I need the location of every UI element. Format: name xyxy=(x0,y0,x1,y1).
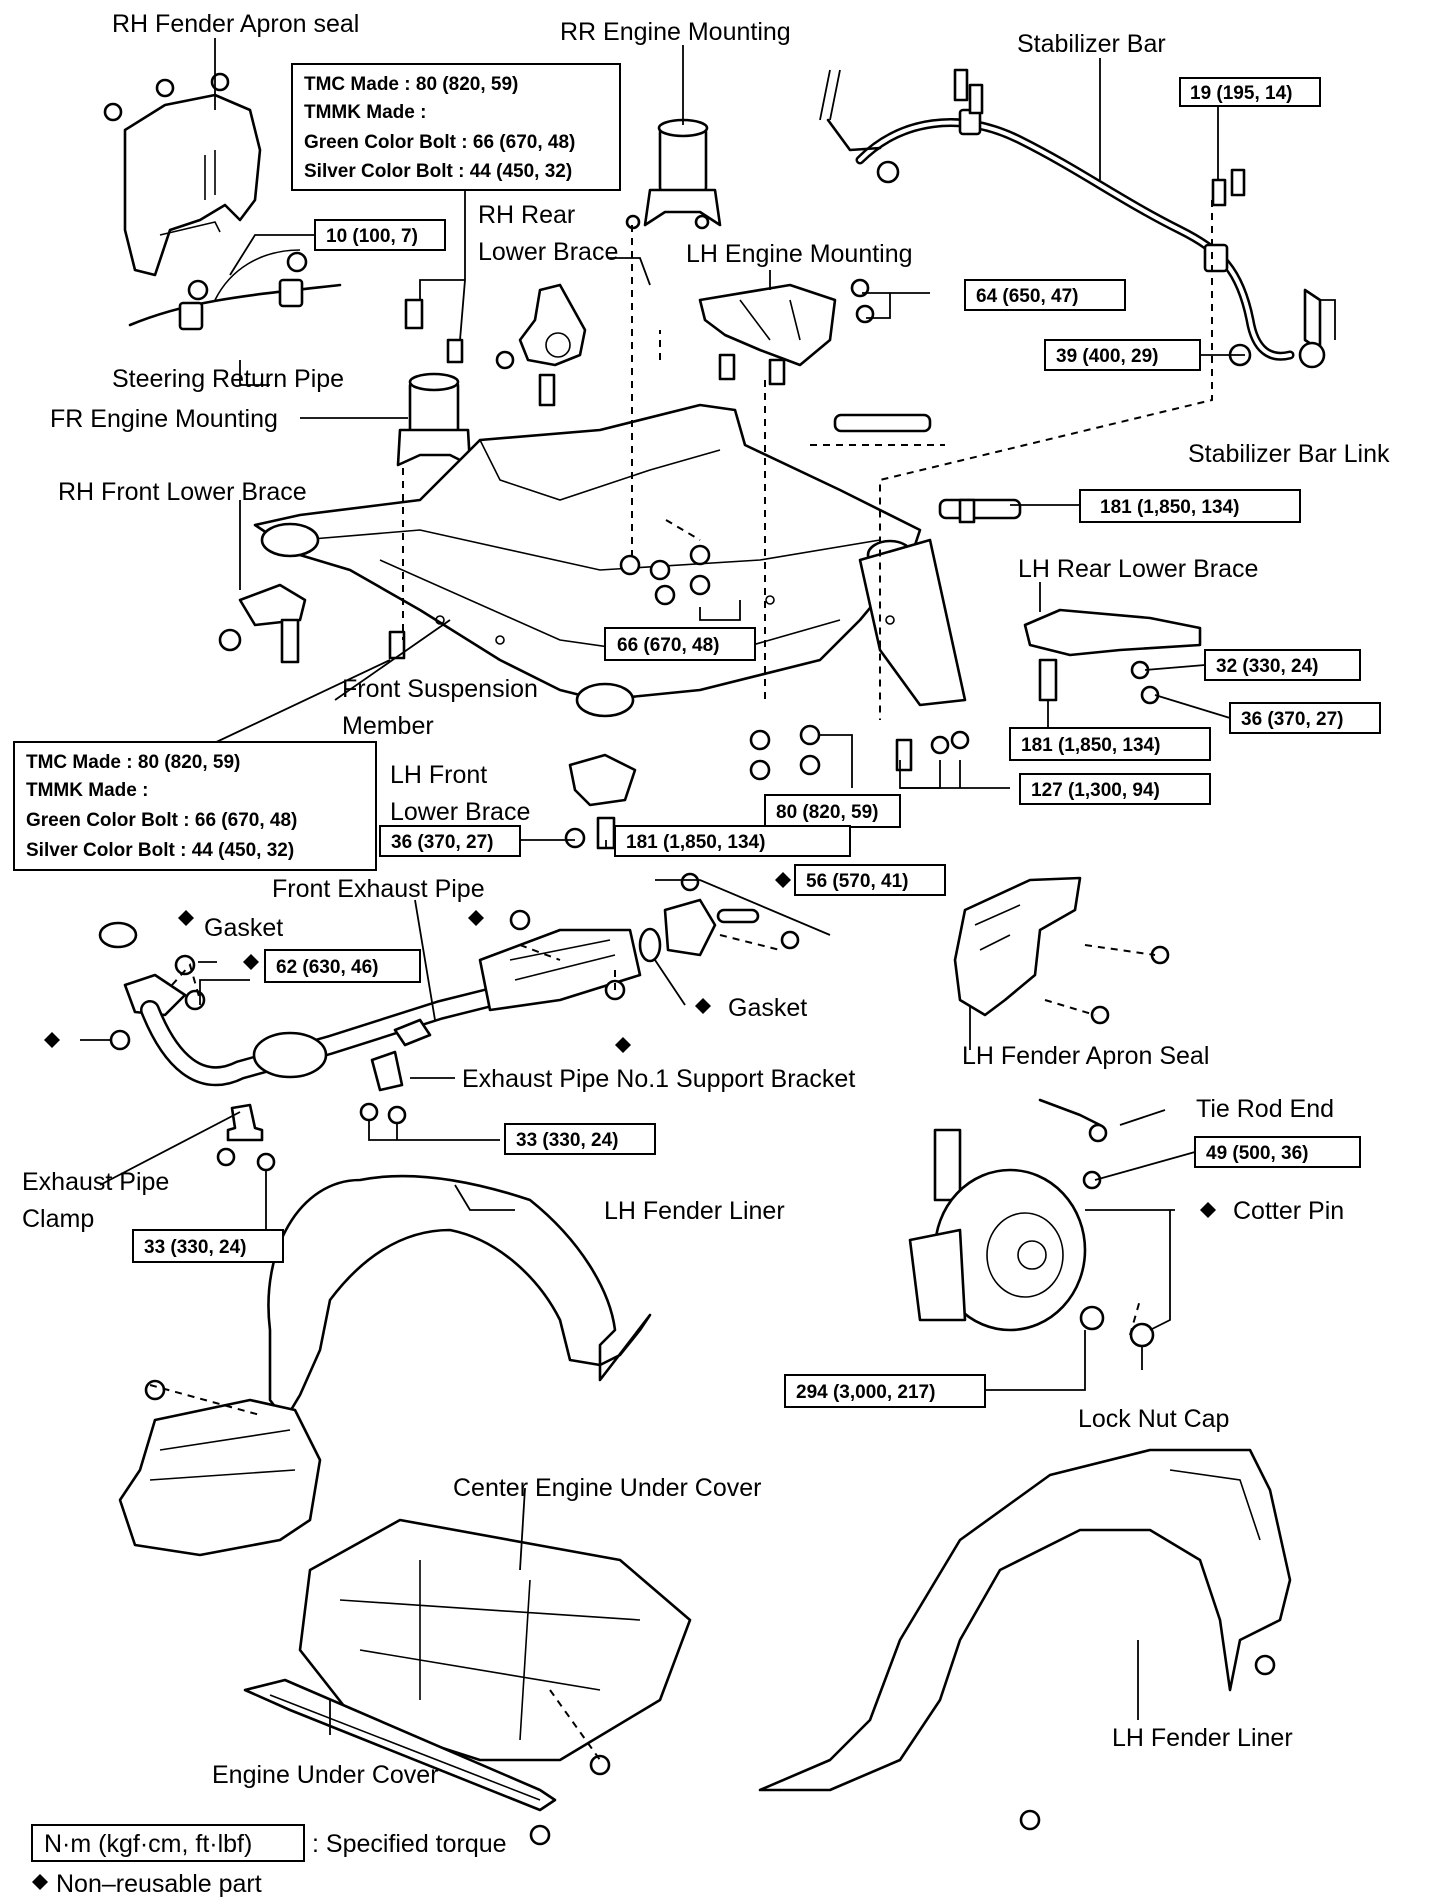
label-center-engine-under-cover: Center Engine Under Cover xyxy=(453,1474,762,1502)
made-top-line-3: Green Color Bolt : 66 (670, 48) xyxy=(304,132,575,153)
torque-181-lf: 181 (1,850, 134) xyxy=(626,832,765,853)
made-box-bottom-frame xyxy=(13,741,377,871)
label-stabilizer-bar: Stabilizer Bar xyxy=(1017,30,1166,58)
label-rr-engine-mounting: RR Engine Mounting xyxy=(560,18,791,46)
label-rh-rear-lower-brace-1: RH Rear xyxy=(478,201,575,229)
label-gasket-right: Gasket xyxy=(728,994,807,1022)
label-lh-rear-lower-brace: LH Rear Lower Brace xyxy=(1018,555,1258,583)
torque-181-top: 181 (1,850, 134) xyxy=(1100,497,1239,518)
label-front-suspension-member-1: Front Suspension xyxy=(342,675,538,703)
made-bottom-line-4: Silver Color Bolt : 44 (450, 32) xyxy=(26,840,294,861)
alignment-lines xyxy=(149,200,1213,1761)
label-rh-rear-lower-brace-2: Lower Brace xyxy=(478,238,618,266)
torque-39: 39 (400, 29) xyxy=(1056,346,1158,367)
stabilizer-bar-link-part xyxy=(1298,288,1326,369)
engine-under-cover-part xyxy=(243,1678,557,1846)
label-lh-front-lower-brace-1: LH Front xyxy=(390,761,487,789)
legend-torque-box xyxy=(31,1824,305,1862)
torque-boxes xyxy=(132,77,1381,1408)
label-lock-nut-cap: Lock Nut Cap xyxy=(1078,1405,1229,1433)
torque-294: 294 (3,000, 217) xyxy=(796,1382,935,1403)
center-engine-under-cover-part xyxy=(298,1518,692,1776)
lh-rear-lower-brace-part xyxy=(1023,608,1202,705)
front-exhaust-pipe-part xyxy=(98,872,800,1087)
label-rh-fender-apron-seal: RH Fender Apron seal xyxy=(112,10,359,38)
made-top-line-1: TMC Made : 80 (820, 59) xyxy=(304,74,518,95)
steering-return-pipe-part xyxy=(128,249,342,331)
label-tie-rod-end: Tie Rod End xyxy=(1196,1095,1334,1123)
made-bottom-line-1: TMC Made : 80 (820, 59) xyxy=(26,752,240,773)
rh-front-lower-brace-part xyxy=(218,583,307,664)
label-rh-front-lower-brace: RH Front Lower Brace xyxy=(58,478,307,506)
black-diamond-icon xyxy=(32,872,1216,1890)
torque-36-left: 36 (370, 27) xyxy=(391,832,493,853)
label-lh-fender-apron-seal: LH Fender Apron Seal xyxy=(962,1042,1209,1070)
torque-66: 66 (670, 48) xyxy=(617,635,719,656)
torque-33-bracket: 33 (330, 24) xyxy=(516,1130,618,1151)
stabilizer-bar-part xyxy=(819,68,1295,367)
label-front-suspension-member-2: Member xyxy=(342,712,434,740)
label-gasket-left: Gasket xyxy=(204,914,283,942)
label-lh-fender-liner-lower: LH Fender Liner xyxy=(1112,1724,1293,1752)
front-suspension-member-part xyxy=(253,403,1022,718)
lh-fender-liner-lower-part xyxy=(758,1448,1292,1831)
rr-engine-mounting-part xyxy=(625,118,722,230)
label-cotter-pin: Cotter Pin xyxy=(1233,1197,1344,1225)
torque-49: 49 (500, 36) xyxy=(1206,1143,1308,1164)
label-engine-under-cover: Engine Under Cover xyxy=(212,1761,439,1789)
made-top-line-2: TMMK Made : xyxy=(304,102,426,123)
torque-10: 10 (100, 7) xyxy=(326,226,418,247)
label-lh-front-lower-brace-2: Lower Brace xyxy=(390,798,530,826)
label-lh-engine-mounting: LH Engine Mounting xyxy=(686,240,913,268)
torque-181-lr: 181 (1,850, 134) xyxy=(1021,735,1160,756)
legend-nonreusable: Non–reusable part xyxy=(56,1870,262,1898)
label-lh-fender-liner-upper: LH Fender Liner xyxy=(604,1197,785,1225)
label-fr-engine-mounting: FR Engine Mounting xyxy=(50,405,278,433)
made-bottom-line-3: Green Color Bolt : 66 (670, 48) xyxy=(26,810,297,831)
member-fasteners xyxy=(388,498,976,781)
label-stabilizer-bar-link: Stabilizer Bar Link xyxy=(1188,440,1390,468)
rh-side-under-cover-part xyxy=(118,1379,322,1557)
steering-knuckle-part xyxy=(908,1098,1155,1348)
label-exhaust-pipe-clamp-2: Clamp xyxy=(22,1205,94,1233)
label-front-exhaust-pipe: Front Exhaust Pipe xyxy=(272,875,485,903)
torque-80: 80 (820, 59) xyxy=(776,802,878,823)
made-top-line-4: Silver Color Bolt : 44 (450, 32) xyxy=(304,161,572,182)
torque-19: 19 (195, 14) xyxy=(1190,83,1292,104)
torque-56: 56 (570, 41) xyxy=(806,871,908,892)
lh-fender-liner-upper-part xyxy=(267,1174,652,1422)
rh-fender-apron-seal-part xyxy=(103,72,262,277)
lh-fender-apron-seal-part xyxy=(953,876,1170,1025)
rh-rear-lower-brace-part xyxy=(495,283,587,407)
torque-64: 64 (650, 47) xyxy=(976,286,1078,307)
made-box-top-frame xyxy=(291,63,621,191)
label-exhaust-pipe-clamp-1: Exhaust Pipe xyxy=(22,1168,169,1196)
torque-62: 62 (630, 46) xyxy=(276,957,378,978)
torque-32: 32 (330, 24) xyxy=(1216,656,1318,677)
legend-torque-desc: : Specified torque xyxy=(312,1830,507,1858)
label-support-bracket: Exhaust Pipe No.1 Support Bracket xyxy=(462,1065,855,1093)
torque-127: 127 (1,300, 94) xyxy=(1031,780,1160,801)
legend-torque-unit: N·m (kgf·cm, ft·lbf) xyxy=(44,1830,252,1858)
fr-engine-mounting-part xyxy=(396,298,472,467)
lh-engine-mounting-part xyxy=(698,278,875,386)
torque-33-clamp: 33 (330, 24) xyxy=(144,1237,246,1258)
label-steering-return-pipe: Steering Return Pipe xyxy=(112,365,344,393)
made-bottom-line-2: TMMK Made : xyxy=(26,780,148,801)
torque-36-right: 36 (370, 27) xyxy=(1241,709,1343,730)
lh-front-lower-brace-part xyxy=(564,753,637,850)
